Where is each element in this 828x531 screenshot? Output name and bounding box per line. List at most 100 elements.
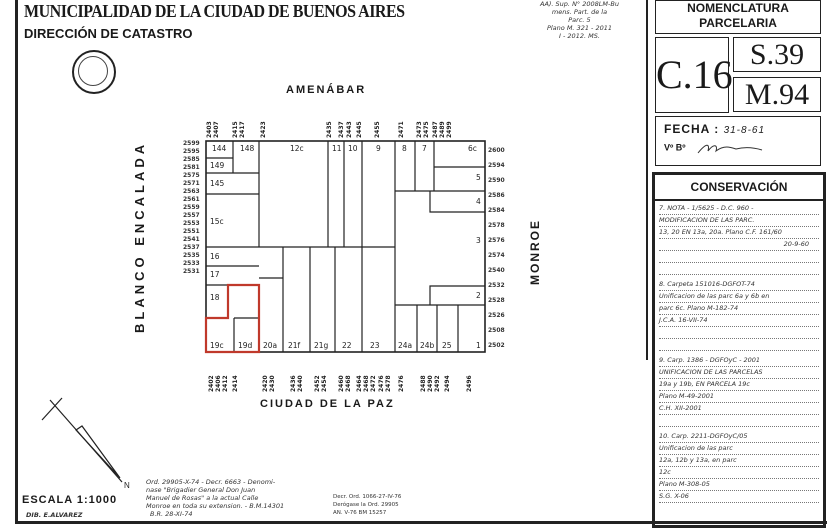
door-number: 2537	[183, 244, 200, 251]
north-arrow-icon	[41, 397, 123, 483]
parcel-label: 9	[376, 144, 381, 153]
door-number: 2420 2430	[262, 375, 276, 392]
door-number: 2563	[183, 188, 200, 195]
parcel-label: 24b	[420, 341, 435, 350]
door-number: 2476	[398, 375, 405, 392]
door-number: 2488 2490 2492	[420, 375, 441, 392]
door-number: 2553	[183, 220, 200, 227]
door-number: 2476 2478	[378, 375, 392, 392]
conservacion-panel: CONSERVACIÓN 7. NOTA - 1/5625 - D.C. 960…	[652, 172, 826, 528]
parcel-label: 22	[342, 341, 352, 350]
parcel-label: 17	[210, 270, 220, 279]
door-number: 2464 2468 2472	[356, 375, 377, 392]
parcel-label: 19d	[238, 341, 253, 350]
fecha-label: FECHA :	[664, 122, 720, 136]
door-number: 2455	[374, 121, 381, 138]
highlighted-parcel-19c-19d	[204, 283, 261, 354]
door-number: 2414	[232, 375, 239, 392]
seal-icon	[72, 50, 116, 94]
door-number: 2508	[488, 327, 505, 334]
door-number: 2487 2489 2499	[432, 121, 453, 138]
parcel-label: 7	[422, 144, 427, 153]
door-number: 2526	[488, 312, 505, 319]
parcel-label: 21f	[288, 341, 301, 350]
parcel-label: 24a	[398, 341, 412, 350]
parcel-label: 144	[212, 144, 227, 153]
door-number: 2561	[183, 196, 200, 203]
door-number: 2575	[183, 172, 200, 179]
parcel-label: 148	[240, 144, 255, 153]
visto-bueno-label: Vº Bº	[664, 142, 686, 153]
ordinance-note: Ord. 29905-X-74 - Decr. 6663 - Denomi-na…	[146, 478, 285, 518]
door-number: 2443	[346, 121, 353, 138]
door-number: 2586	[488, 192, 505, 199]
fecha-box: FECHA : 31-8-61 Vº Bº	[655, 116, 821, 166]
parcel-label: 1	[476, 341, 481, 350]
door-number: 2494	[444, 375, 451, 392]
parcel-label: 19c	[210, 341, 224, 350]
conservacion-heading: CONSERVACIÓN	[655, 175, 823, 201]
north-label: N	[124, 481, 130, 490]
circunscripcion-value: C.16	[655, 37, 733, 113]
parcel-label: 4	[476, 197, 481, 206]
frame-left-line	[15, 0, 18, 522]
door-number: 2533	[183, 260, 200, 267]
door-number: 2585	[183, 156, 200, 163]
door-number: 2502	[488, 342, 505, 349]
door-number: 2496	[466, 375, 473, 392]
door-number: 2557	[183, 212, 200, 219]
door-number: 2581	[183, 164, 200, 171]
seccion-value: S.39	[733, 37, 821, 72]
door-number: 2559	[183, 204, 200, 211]
manzana-value: M.94	[733, 77, 821, 112]
door-number: 2528	[488, 297, 505, 304]
street-top: AMENÁBAR	[286, 84, 367, 96]
parcel-label: 149	[210, 161, 225, 170]
door-number: 2532	[488, 282, 505, 289]
drawn-by: DIB. E.ALVAREZ	[26, 511, 83, 519]
parcel-label: 11	[332, 144, 342, 153]
door-number: 2599 2595	[183, 140, 200, 155]
door-number: 2437	[338, 121, 345, 138]
parcel-label: 16	[210, 252, 220, 261]
door-number: 2403 2407	[206, 121, 220, 138]
frame-bottom-line	[15, 521, 827, 524]
door-number: 2436 2440	[290, 375, 304, 392]
door-number: 2540	[488, 267, 505, 274]
page-title: MUNICIPALIDAD DE LA CIUDAD DE BUENOS AIR…	[24, 2, 405, 22]
parcel-label: 5	[476, 173, 481, 182]
parcel-label: 23	[370, 341, 380, 350]
door-number: 2435	[326, 121, 333, 138]
door-number: 2578	[488, 222, 505, 229]
door-number: 2473 2475	[416, 121, 430, 138]
door-number: 2415 2417	[232, 121, 246, 138]
door-number: 2423	[260, 121, 267, 138]
door-number: 2531	[183, 268, 200, 275]
door-number: 2535	[183, 252, 200, 259]
door-number: 2594	[488, 162, 505, 169]
parcel-label: 12c	[290, 144, 304, 153]
door-number: 2445	[356, 121, 363, 138]
fecha-value: 31-8-61	[723, 125, 766, 136]
page-subtitle: DIRECCIÓN DE CATASTRO	[24, 26, 193, 41]
parcel-label: 18	[210, 293, 220, 302]
parcel-label: 2	[476, 291, 481, 300]
parcel-label: 6c	[468, 144, 477, 153]
door-number: 2402 2406 2412	[208, 375, 229, 392]
parcel-label: 3	[476, 236, 481, 245]
parcel-label: 15c	[210, 217, 224, 226]
conservacion-note-7: 7. NOTA - 1/5625 - D.C. 960 -MODIFICACIO…	[655, 201, 823, 277]
door-number: 2460 2468	[338, 375, 352, 392]
parcel-lines	[206, 141, 485, 352]
